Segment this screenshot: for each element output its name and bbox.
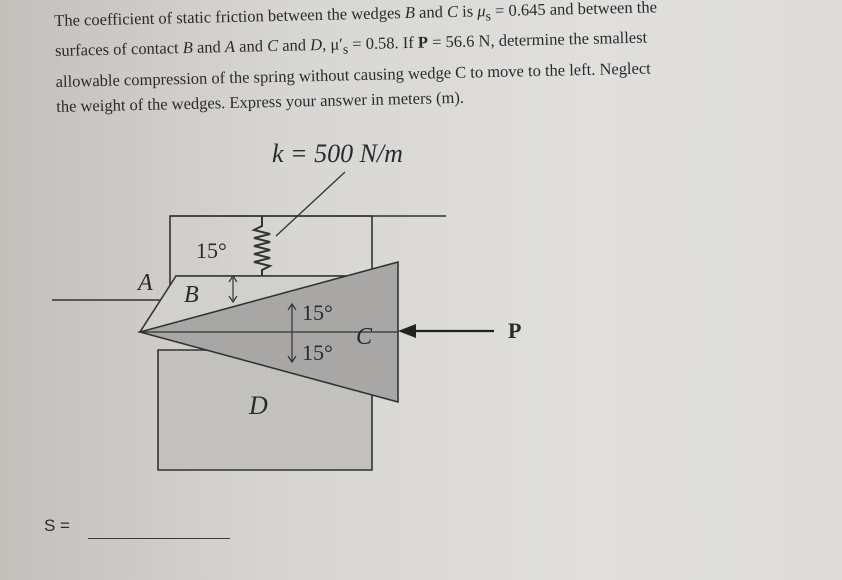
label-b: B xyxy=(184,282,199,308)
answer-label: S = xyxy=(44,516,70,535)
spring-label: k = 500 N/m xyxy=(272,139,403,168)
spring xyxy=(251,216,273,276)
label-p: P xyxy=(508,318,521,343)
label-c: C xyxy=(356,324,373,350)
answer-blank[interactable] xyxy=(88,538,230,539)
angle-label-mid-upper: 15° xyxy=(302,300,333,325)
label-a: A xyxy=(136,270,153,296)
angle-label-top: 15° xyxy=(196,238,227,263)
spring-leader-line xyxy=(275,171,346,237)
angle-arrowhead-mid xyxy=(287,302,297,364)
angle-arrowhead-top xyxy=(228,274,238,304)
angle-label-mid-lower: 15° xyxy=(302,340,333,365)
label-d: D xyxy=(248,391,268,420)
force-p-arrowhead xyxy=(398,324,416,338)
